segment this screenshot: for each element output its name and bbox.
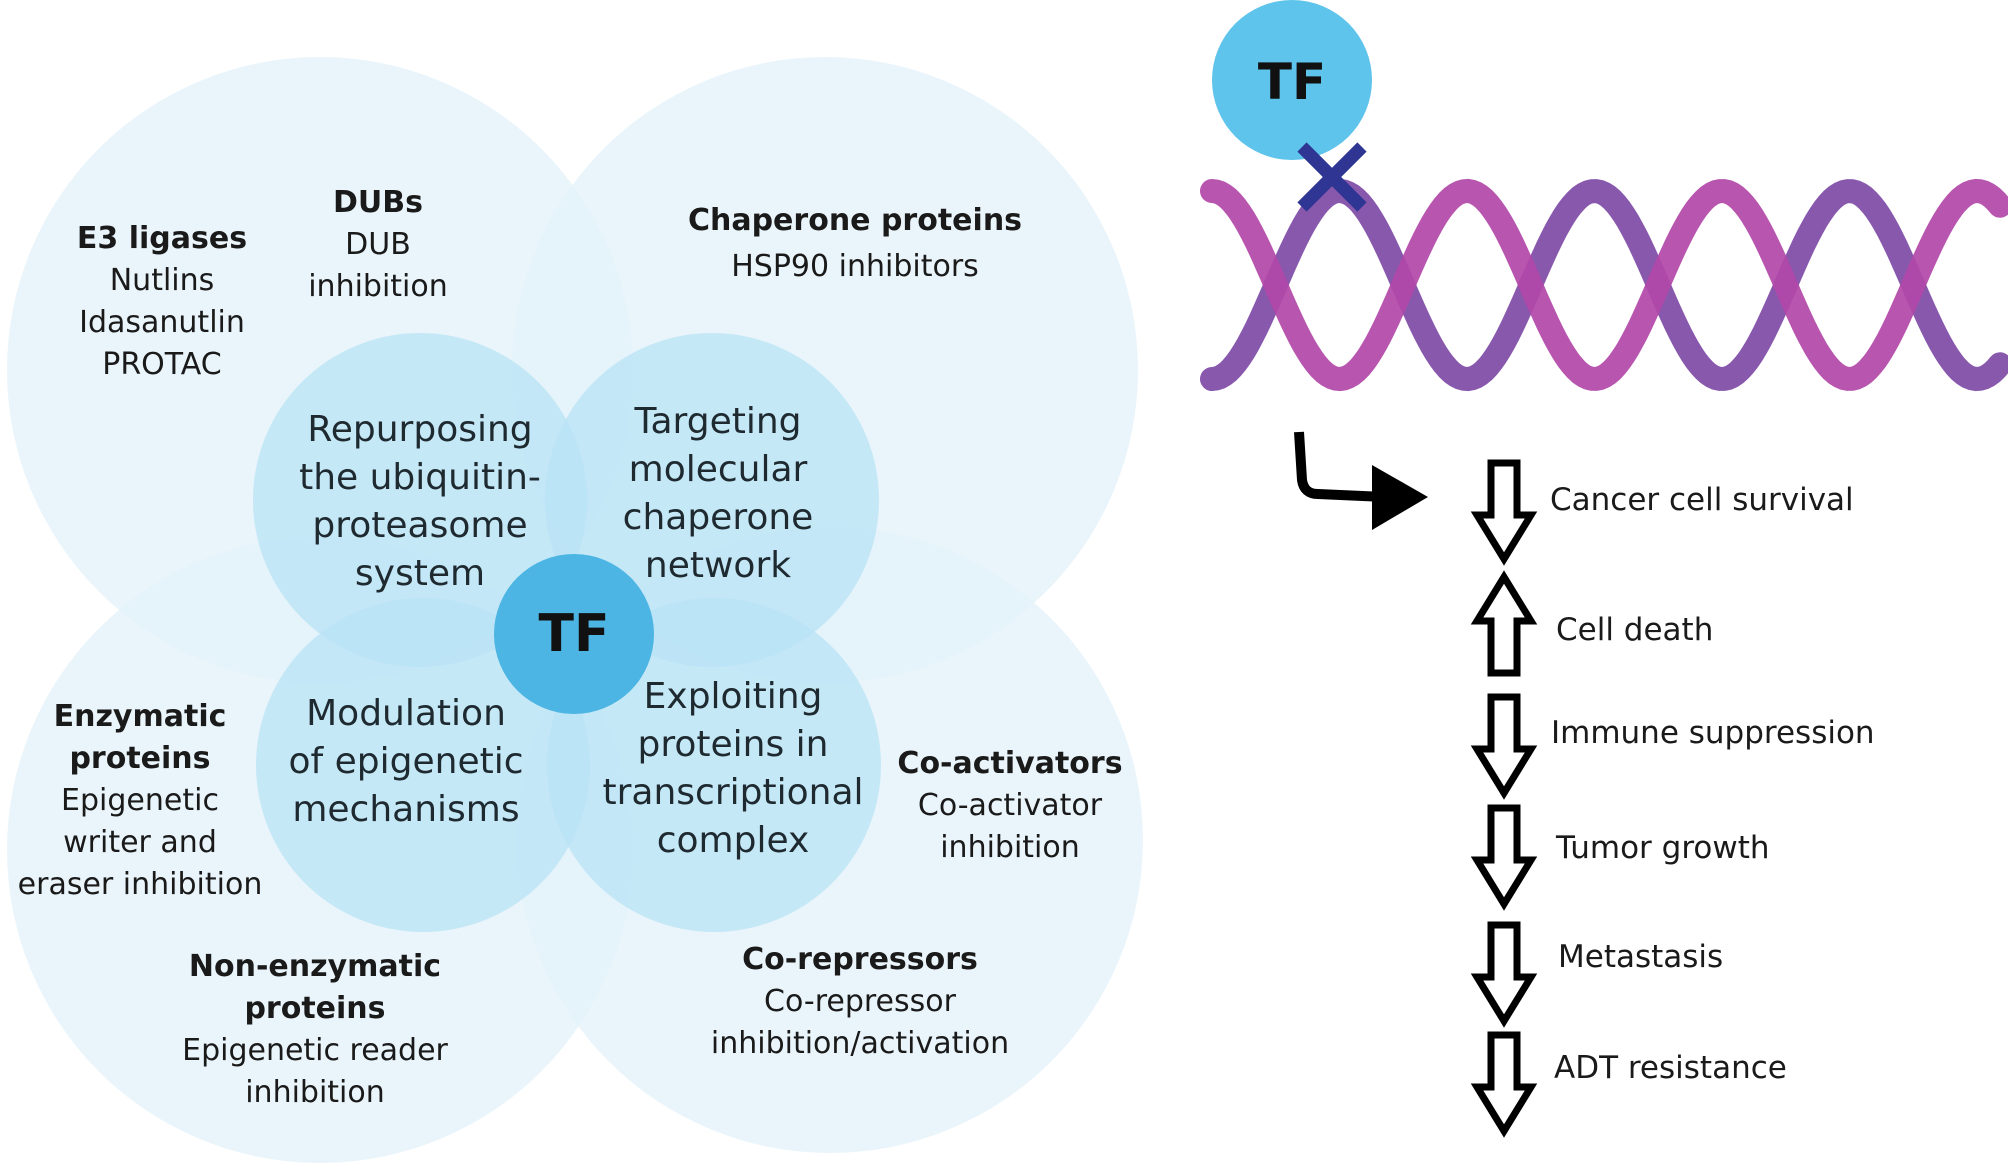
- inner-text-line: molecular: [628, 449, 808, 490]
- label-title: Enzymatic: [53, 699, 227, 734]
- dna-helix: [1200, 178, 2008, 392]
- inner-text-line: proteasome: [312, 505, 528, 546]
- inner-text-chaperone: Targeting molecular chaperone network: [568, 398, 868, 590]
- inner-text-line: of epigenetic: [288, 741, 524, 782]
- inner-text-line: the ubiquitin-: [299, 457, 541, 498]
- inner-text-line: proteins in: [637, 724, 829, 765]
- up-arrow-icon: [1470, 570, 1538, 677]
- label-line: inhibition: [308, 269, 448, 304]
- inner-text-line: system: [354, 553, 486, 594]
- outcome-label-tumor: Tumor growth: [1556, 830, 1770, 866]
- inner-text-line: Exploiting: [643, 676, 823, 717]
- inner-text-line: transcriptional: [602, 772, 864, 813]
- outcome-label-immune: Immune suppression: [1551, 715, 1875, 751]
- label-dubs: DUBs DUB inhibition: [278, 182, 478, 308]
- label-e3-ligases: E3 ligases Nutlins Idasanutlin PROTAC: [62, 218, 262, 386]
- label-line: Nutlins: [109, 263, 215, 298]
- label-line: Epigenetic reader: [182, 1033, 448, 1068]
- label-title: proteins: [244, 991, 386, 1026]
- inner-text-line: Targeting: [634, 401, 802, 442]
- outcome-label-adt: ADT resistance: [1554, 1050, 1787, 1086]
- label-title: Co-repressors: [742, 942, 978, 977]
- tf-center-circle: [494, 554, 654, 714]
- label-title: proteins: [69, 741, 211, 776]
- inner-circle-epigenetic: [256, 598, 590, 932]
- tf-top-circle: [1212, 0, 1372, 160]
- label-chaperone-proteins: Chaperone proteins HSP90 inhibitors: [680, 198, 1030, 290]
- tf-center-label: TF: [538, 604, 610, 664]
- label-title: Chaperone proteins: [687, 203, 1023, 238]
- label-enzymatic-proteins: Enzymatic proteins Epigenetic writer and…: [10, 696, 270, 906]
- label-line: DUB: [345, 227, 411, 262]
- inner-text-line: mechanisms: [292, 789, 520, 830]
- outcome-label-survival: Cancer cell survival: [1550, 482, 1854, 518]
- tf-top-label: TF: [1257, 53, 1327, 111]
- inner-text-transcriptional: Exploiting proteins in transcriptional c…: [583, 673, 883, 865]
- down-arrow-icon: [1470, 1031, 1538, 1138]
- outcome-label-cell-death: Cell death: [1556, 612, 1714, 648]
- label-title: DUBs: [333, 185, 423, 220]
- down-arrow-icon: [1470, 459, 1538, 566]
- label-title: E3 ligases: [76, 221, 248, 256]
- label-line: inhibition: [245, 1075, 385, 1110]
- label-co-repressors: Co-repressors Co-repressor inhibition/ac…: [690, 939, 1030, 1065]
- outcome-arrows: [1470, 459, 1538, 1138]
- label-title: Non-enzymatic: [188, 949, 442, 984]
- inner-circle-ups: [253, 333, 587, 667]
- label-line: inhibition/activation: [710, 1026, 1010, 1061]
- inner-text-line: complex: [656, 820, 810, 861]
- label-line: Co-repressor: [764, 984, 956, 1019]
- inner-text-epigenetic: Modulation of epigenetic mechanisms: [256, 690, 556, 834]
- label-line: Idasanutlin: [79, 305, 245, 340]
- inner-text-line: Repurposing: [307, 409, 533, 450]
- label-line: Co-activator: [917, 788, 1103, 823]
- inner-text-line: Modulation: [306, 693, 506, 734]
- label-non-enzymatic-proteins: Non-enzymatic proteins Epigenetic reader…: [170, 946, 460, 1114]
- inner-text-line: network: [644, 545, 792, 586]
- label-line: HSP90 inhibitors: [731, 249, 979, 284]
- label-title: Co-activators: [897, 746, 1123, 781]
- label-line: Epigenetic: [61, 783, 219, 818]
- inner-text-ups: Repurposing the ubiquitin- proteasome sy…: [270, 406, 570, 598]
- binding-blocked-cross-icon: [1297, 142, 1367, 212]
- label-line: inhibition: [940, 830, 1080, 865]
- inner-text-line: chaperone: [622, 497, 814, 538]
- dna-strand-a: [1200, 178, 2008, 392]
- label-line: writer and: [63, 825, 217, 860]
- bent-arrow-icon: [1294, 431, 1428, 530]
- inner-circles: [253, 333, 881, 932]
- outcome-label-metastasis: Metastasis: [1558, 939, 1724, 975]
- down-arrow-icon: [1470, 804, 1538, 911]
- down-arrow-icon: [1470, 693, 1538, 800]
- label-co-activators: Co-activators Co-activator inhibition: [895, 743, 1125, 869]
- down-arrow-icon: [1470, 921, 1538, 1028]
- label-line: PROTAC: [102, 347, 222, 382]
- label-line: eraser inhibition: [17, 867, 263, 902]
